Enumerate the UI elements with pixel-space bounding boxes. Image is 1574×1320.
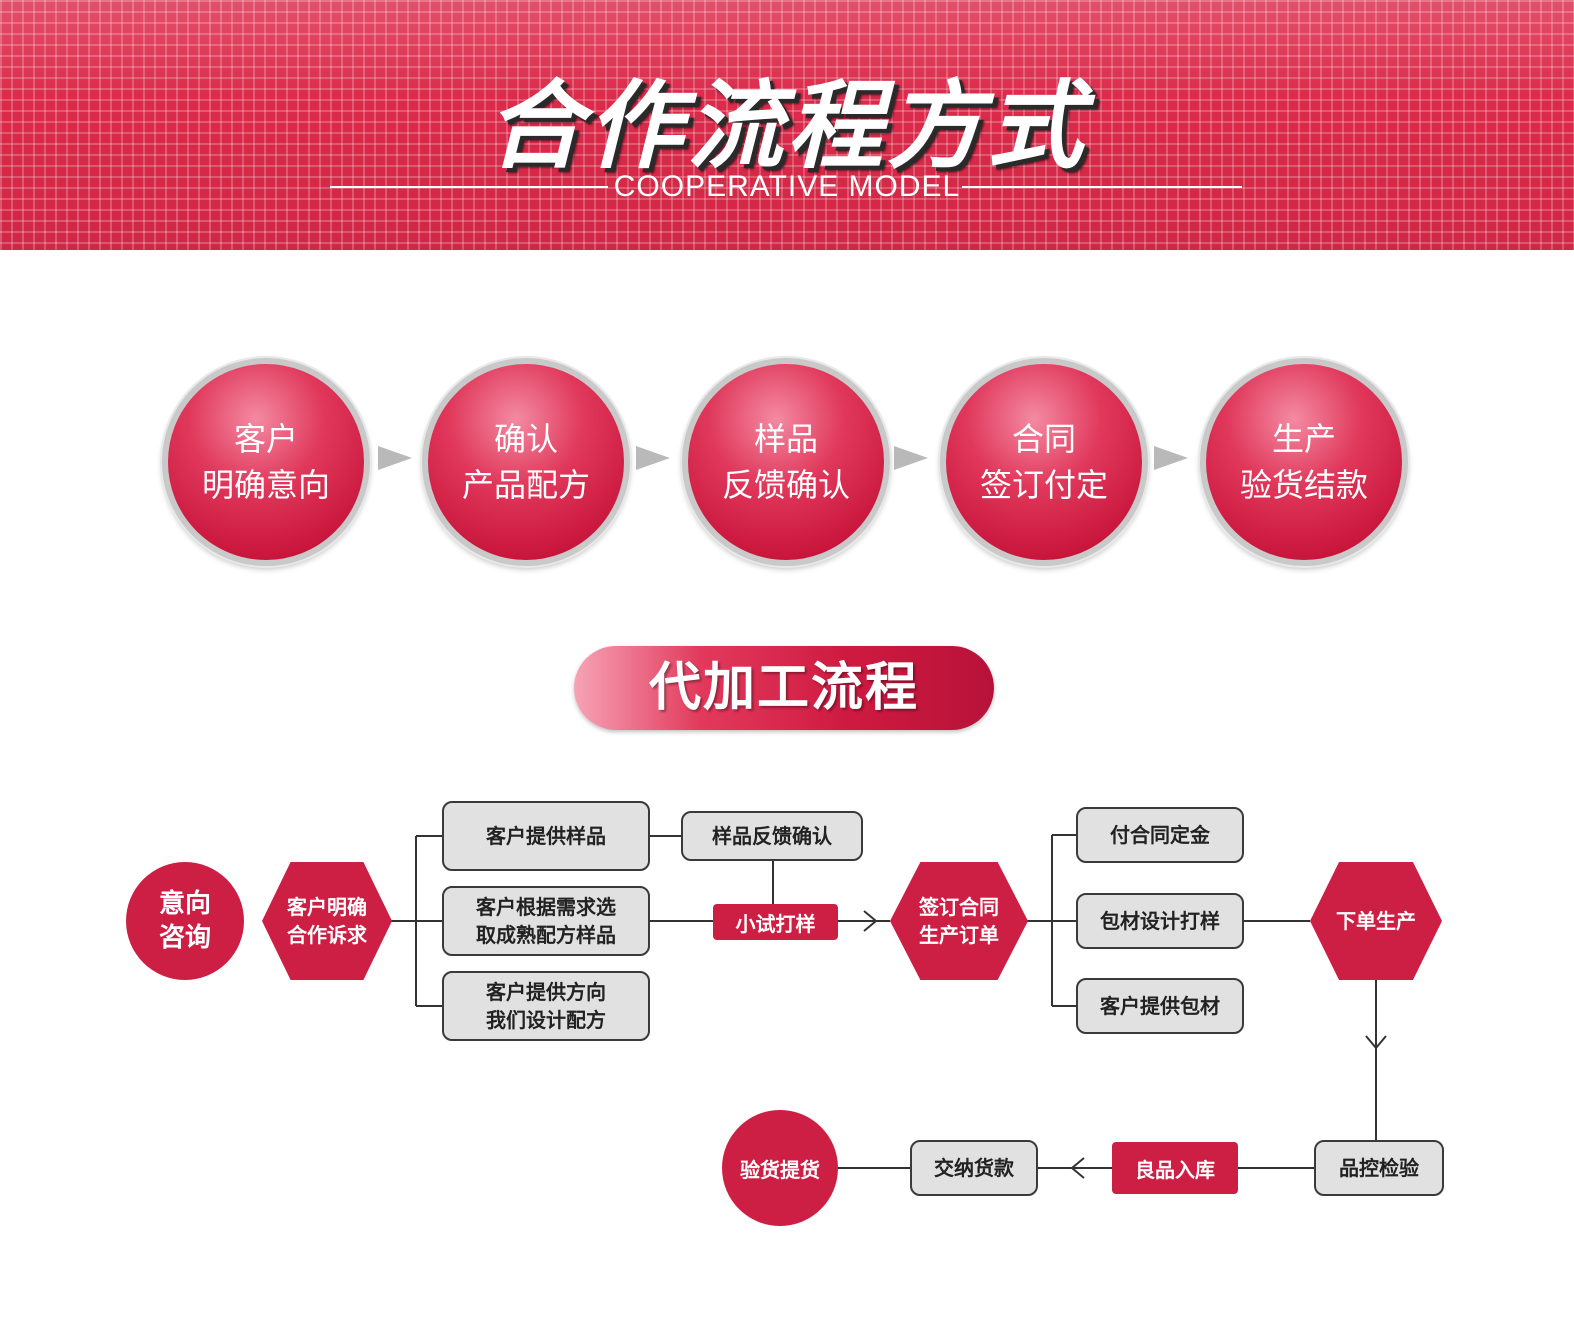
step-circle-2: 确认 产品配方: [422, 358, 630, 566]
flow-option-sample-box: 客户提供样品: [442, 801, 650, 871]
step-label-line2: 签订付定: [979, 466, 1108, 504]
flow-packaging-supply-label: 客户提供包材: [1100, 994, 1220, 1018]
flow-packaging-design-label: 包材设计打样: [1100, 909, 1220, 933]
flow-payment-label: 交纳货款: [934, 1156, 1014, 1180]
page-subtitle: COOPERATIVE MODEL: [613, 170, 961, 203]
step-label-line1: 合同: [1011, 420, 1076, 458]
flow-feedback-box: 样品反馈确认: [681, 811, 863, 861]
step-circle-4: 合同 签订付定: [940, 358, 1148, 566]
flow-start-line1: 意向: [158, 889, 211, 919]
flow-option-design-box: 客户提供方向 我们设计配方: [442, 971, 650, 1041]
flow-option-formula-line2: 取成熟配方样品: [476, 923, 616, 947]
step-label-line2: 明确意向: [201, 466, 330, 504]
step-label-line1: 客户: [233, 420, 298, 458]
flow-trial-label: 小试打样: [735, 911, 816, 936]
flow-contract-hexagon: 签订合同 生产订单: [890, 862, 1028, 980]
page-title: 合作流程方式: [487, 70, 1087, 182]
step-arrow-icon: [894, 446, 928, 470]
step-circle-3: 样品 反馈确认: [682, 358, 890, 566]
step-label-line2: 产品配方: [461, 466, 590, 504]
flow-need-hexagon: 客户明确 合作诉求: [262, 862, 392, 980]
flow-option-formula-line1: 客户根据需求选: [476, 895, 616, 919]
step-circle-1: 客户 明确意向: [162, 358, 370, 566]
flow-pickup-label: 验货提货: [740, 1157, 820, 1182]
flow-produce-label: 下单生产: [1336, 909, 1416, 933]
flow-storage-label: 良品入库: [1135, 1157, 1215, 1182]
section-title: 代加工流程: [574, 646, 994, 730]
step-arrow-icon: [1154, 446, 1188, 470]
flow-option-sample-label: 客户提供样品: [486, 824, 606, 848]
flow-produce-hexagon: 下单生产: [1310, 862, 1442, 980]
flow-option-design-line2: 我们设计配方: [486, 1008, 606, 1032]
flow-deposit-label: 付合同定金: [1110, 823, 1210, 847]
step-circle-5: 生产 验货结款: [1200, 358, 1408, 566]
step-label-line1: 生产: [1271, 420, 1336, 458]
flow-option-formula-box: 客户根据需求选 取成熟配方样品: [442, 886, 650, 956]
flow-pickup-circle: 验货提货: [722, 1110, 838, 1226]
flow-contract-line1: 签订合同: [919, 895, 999, 919]
flow-start-line2: 咨询: [158, 923, 211, 953]
flow-need-line2: 合作诉求: [287, 923, 367, 947]
step-label-line2: 验货结款: [1239, 466, 1368, 504]
subtitle-rule-left: [330, 186, 608, 188]
flow-option-design-line1: 客户提供方向: [486, 980, 606, 1004]
step-label-line1: 样品: [753, 420, 818, 458]
step-arrow-icon: [636, 446, 670, 470]
subtitle-rule-right: [962, 186, 1242, 188]
flow-deposit-box: 付合同定金: [1076, 807, 1244, 863]
step-label-line1: 确认: [493, 420, 558, 458]
flow-contract-line2: 生产订单: [919, 923, 999, 947]
flow-storage-box: 良品入库: [1112, 1142, 1238, 1194]
flow-start-circle: 意向 咨询: [126, 862, 244, 980]
step-label-line2: 反馈确认: [721, 466, 850, 504]
flow-qc-label: 品控检验: [1339, 1156, 1419, 1180]
flow-trial-box: 小试打样: [713, 904, 838, 940]
flow-packaging-design-box: 包材设计打样: [1076, 893, 1244, 949]
flow-need-line1: 客户明确: [287, 895, 367, 919]
flow-feedback-label: 样品反馈确认: [712, 824, 832, 848]
flow-qc-box: 品控检验: [1314, 1140, 1444, 1196]
flow-payment-box: 交纳货款: [910, 1140, 1038, 1196]
flow-packaging-supply-box: 客户提供包材: [1076, 978, 1244, 1034]
header-banner: 合作流程方式 COOPERATIVE MODEL: [0, 0, 1574, 250]
step-arrow-icon: [378, 446, 412, 470]
